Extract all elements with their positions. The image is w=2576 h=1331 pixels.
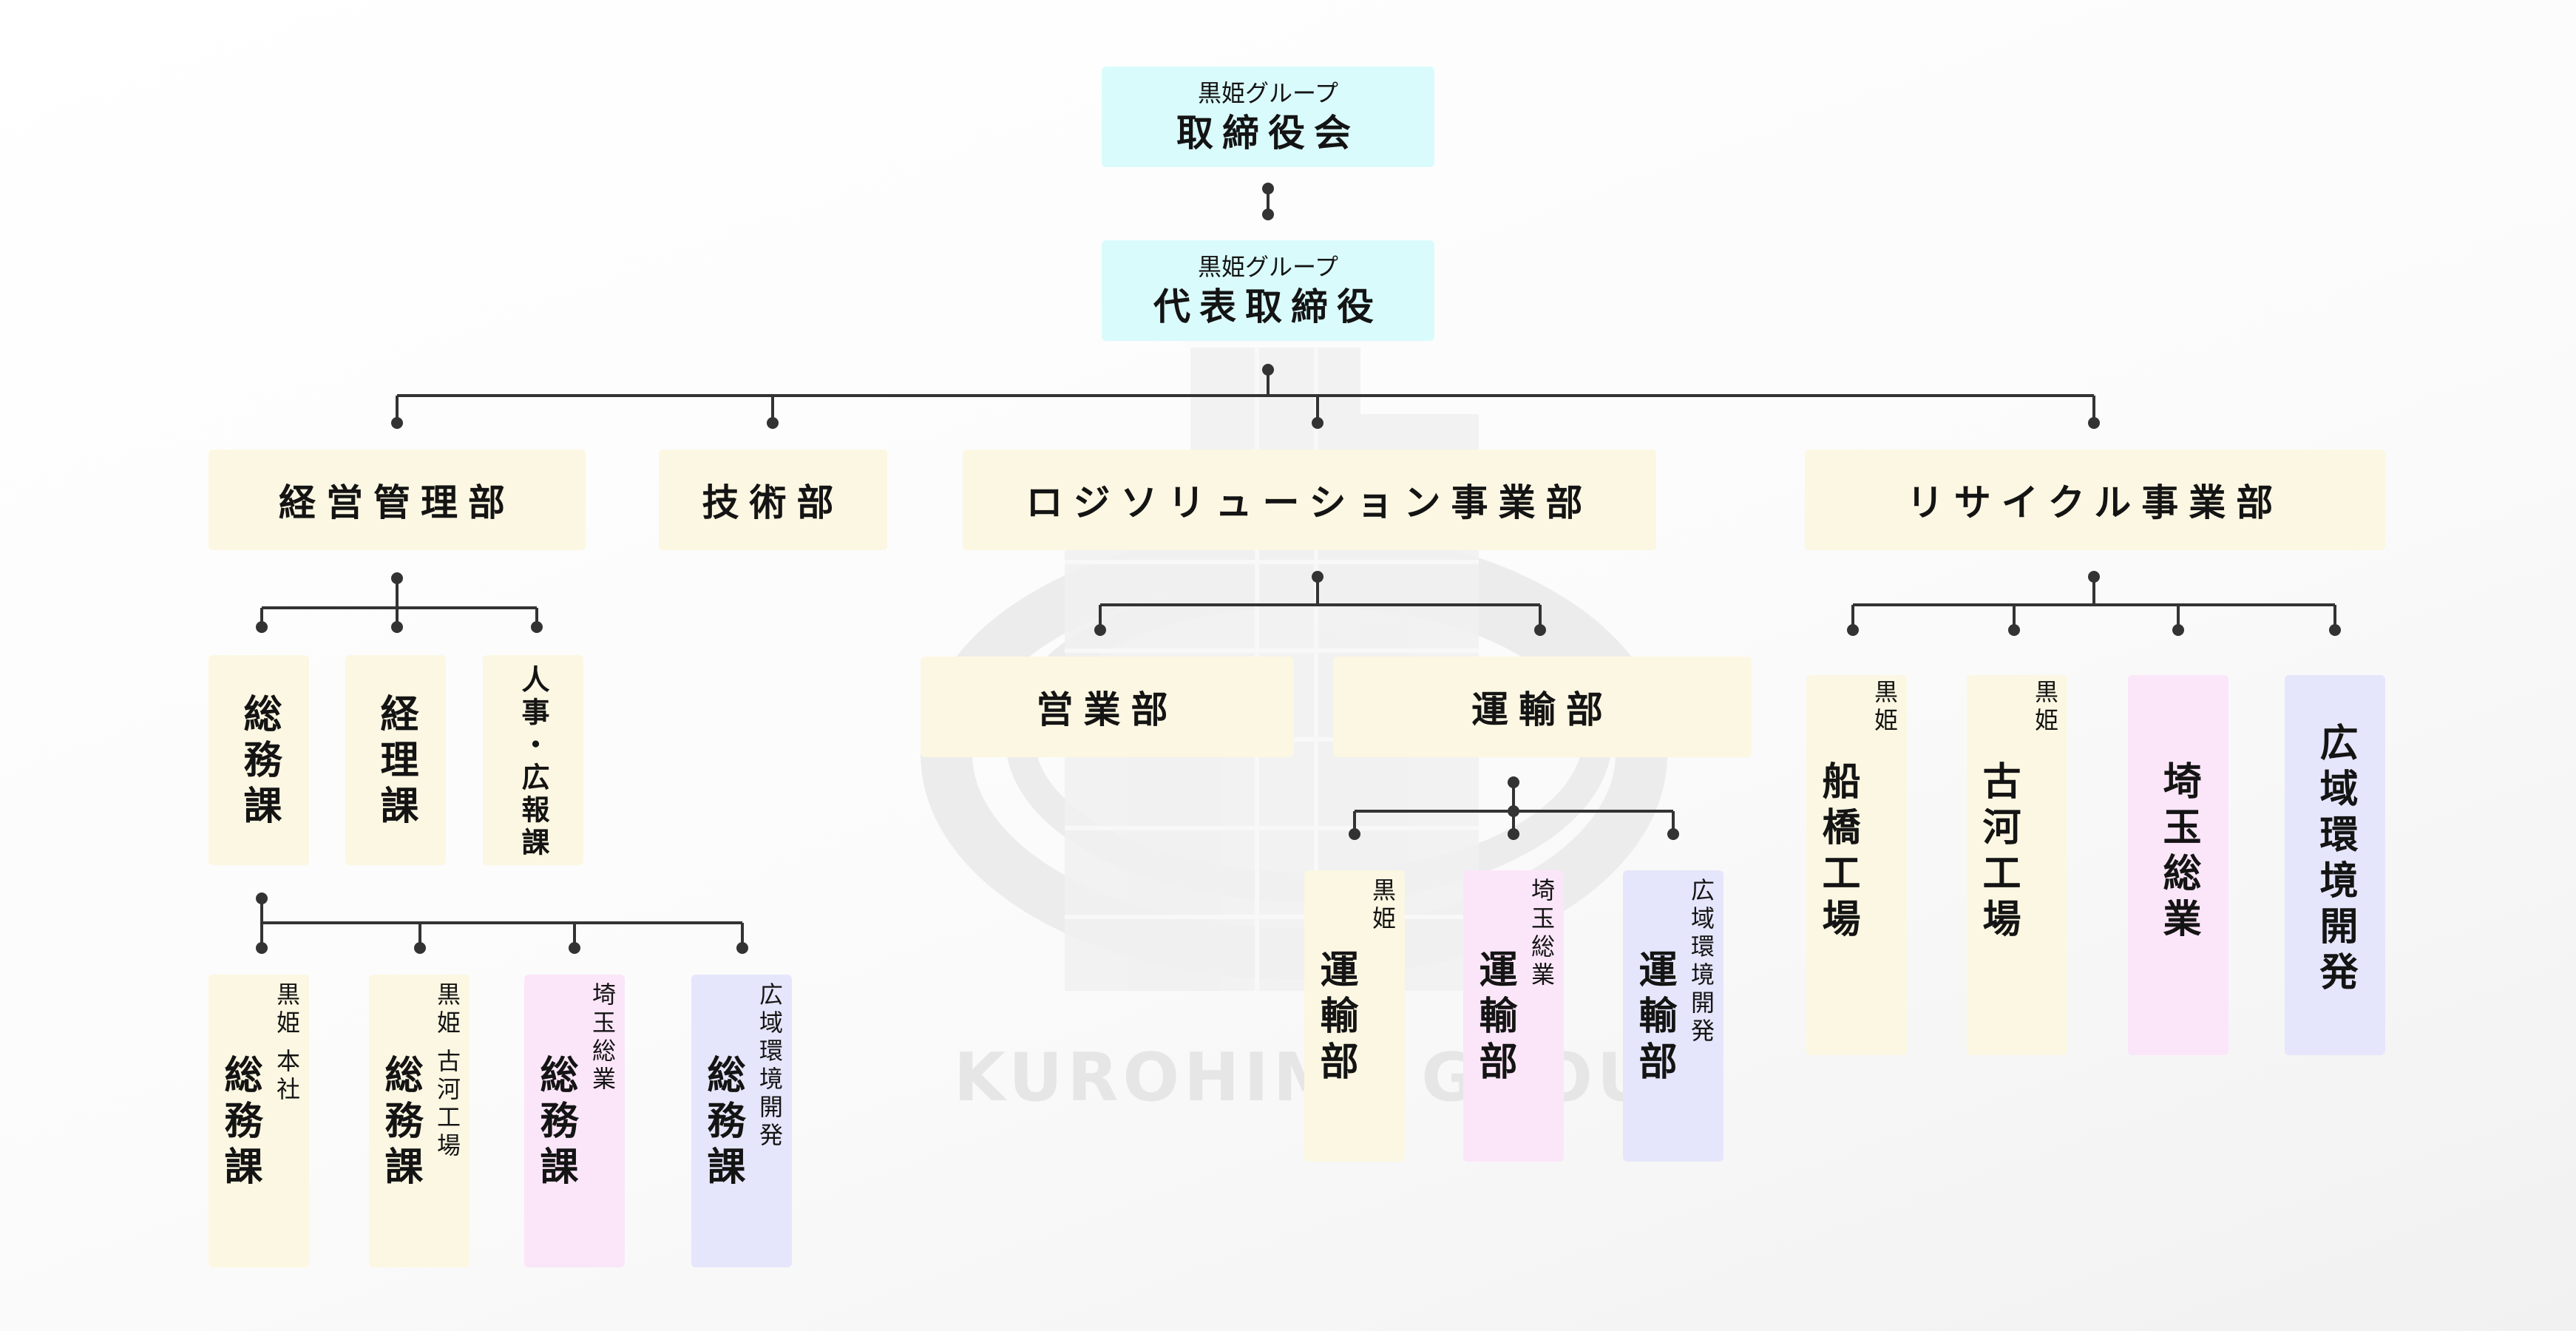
connector-dot xyxy=(391,417,403,429)
connector-dot xyxy=(1508,805,1519,817)
connector-dot xyxy=(391,621,403,633)
transport-saitama-label: 運輸部 xyxy=(1472,949,1516,1087)
connector-dot xyxy=(767,417,779,429)
connector-dot xyxy=(531,621,543,633)
saitama-sougyou-label: 埼玉総業 xyxy=(2156,761,2200,944)
funabashi-plant-company: 黒姫 xyxy=(1871,680,1899,736)
kouiki-kankyou-node: 広域環境開発 xyxy=(2285,675,2385,1055)
soumu-hq-company-2: 本社 xyxy=(273,1049,301,1105)
keiri-section-node: 経理課 xyxy=(345,655,446,865)
mgmt-dept-node: 経営管理部 xyxy=(209,450,586,550)
connector-dot xyxy=(1094,624,1106,636)
soumu-kouiki-node: 総務課 広域環境開発 xyxy=(691,975,792,1267)
mgmt-dept-label: 経営管理部 xyxy=(279,481,515,524)
board-label: 取締役会 xyxy=(1176,112,1360,155)
transport-kouiki-company: 広域環境開発 xyxy=(1687,878,1715,1046)
president-label: 代表取締役 xyxy=(1153,285,1383,328)
soumu-koga-node: 総務課 黒姫古河工場 xyxy=(369,975,470,1267)
transport-saitama-company: 埼玉総業 xyxy=(1528,878,1556,990)
soumu-hq-node: 総務課 黒姫本社 xyxy=(209,975,309,1267)
sales-dept-node: 営業部 xyxy=(921,657,1294,757)
koga-plant-company: 黒姫 xyxy=(2031,680,2059,736)
connector-dot xyxy=(1508,776,1519,788)
board-node: 黒姫グループ 取締役会 xyxy=(1102,67,1434,167)
soumu-kouiki-company: 広域環境開発 xyxy=(756,982,784,1151)
jinji-section-node: 人事・広報課 xyxy=(483,655,583,865)
transport-dept-node: 運輸部 xyxy=(1333,657,1752,757)
connector-dot xyxy=(2329,624,2341,636)
soumu-koga-company-2: 古河工場 xyxy=(433,1049,461,1161)
connector-dot xyxy=(736,942,748,954)
transport-kouiki-label: 運輸部 xyxy=(1632,949,1676,1087)
soumu-saitama-label: 総務課 xyxy=(533,1054,577,1192)
connector-dot xyxy=(1312,571,1323,583)
soumu-hq-label: 総務課 xyxy=(217,1054,262,1192)
connector-dot xyxy=(1349,828,1360,840)
soumu-hq-company: 黒姫本社 xyxy=(272,982,302,1105)
recycle-division-node: リサイクル事業部 xyxy=(1805,450,2385,550)
soumu-section-label: 総務課 xyxy=(237,694,281,831)
connector-dot xyxy=(256,893,268,904)
connector-dot xyxy=(256,942,268,954)
sales-dept-label: 営業部 xyxy=(1036,688,1179,731)
connector-dot xyxy=(391,572,403,584)
funabashi-plant-node: 船橋工場 黒姫 xyxy=(1806,675,1907,1055)
connector-dot xyxy=(1262,364,1274,376)
connector-dot xyxy=(2088,571,2100,583)
funabashi-plant-label: 船橋工場 xyxy=(1815,761,1860,944)
keiri-section-label: 経理課 xyxy=(373,694,418,831)
board-org-label: 黒姫グループ xyxy=(1197,79,1339,107)
soumu-hq-company-1: 黒姫 xyxy=(273,982,301,1038)
transport-saitama-node: 運輸部 埼玉総業 xyxy=(1463,870,1564,1162)
connector-dot xyxy=(2008,624,2020,636)
koga-plant-label: 古河工場 xyxy=(1976,761,2020,944)
connector-dot xyxy=(1534,624,1546,636)
transport-kouiki-node: 運輸部 広域環境開発 xyxy=(1623,870,1723,1162)
president-node: 黒姫グループ 代表取締役 xyxy=(1102,240,1434,341)
transport-kurohime-node: 運輸部 黒姫 xyxy=(1304,870,1405,1162)
connector-dot xyxy=(2172,624,2184,636)
connector-dot xyxy=(1667,828,1679,840)
saitama-sougyou-node: 埼玉総業 xyxy=(2128,675,2228,1055)
connector-dot xyxy=(1508,828,1519,840)
connector-dot xyxy=(1262,183,1274,194)
connector-dot xyxy=(2088,417,2100,429)
transport-dept-label: 運輸部 xyxy=(1471,688,1613,731)
logi-division-node: ロジソリューション事業部 xyxy=(963,450,1656,550)
tech-dept-node: 技術部 xyxy=(659,450,887,550)
soumu-saitama-company: 埼玉総業 xyxy=(589,982,617,1094)
connector-dot xyxy=(1262,209,1274,220)
logi-division-label: ロジソリューション事業部 xyxy=(1026,481,1593,524)
recycle-division-label: リサイクル事業部 xyxy=(1906,481,2284,524)
connector-dot xyxy=(414,942,426,954)
soumu-koga-company: 黒姫古河工場 xyxy=(433,982,462,1161)
transport-kurohime-label: 運輸部 xyxy=(1313,949,1358,1087)
soumu-section-node: 総務課 xyxy=(209,655,309,865)
soumu-koga-label: 総務課 xyxy=(378,1054,422,1192)
connector-dot xyxy=(256,621,268,633)
jinji-section-label: 人事・広報課 xyxy=(517,665,549,860)
kouiki-kankyou-label: 広域環境開発 xyxy=(2313,722,2357,998)
tech-dept-label: 技術部 xyxy=(702,481,844,524)
connector-dot xyxy=(569,942,580,954)
transport-kurohime-company: 黒姫 xyxy=(1369,878,1397,934)
connector-dot xyxy=(1847,624,1859,636)
soumu-kouiki-label: 総務課 xyxy=(700,1054,745,1192)
koga-plant-node: 古河工場 黒姫 xyxy=(1967,675,2067,1055)
connector-dot xyxy=(1312,417,1323,429)
soumu-saitama-node: 総務課 埼玉総業 xyxy=(524,975,625,1267)
soumu-koga-company-1: 黒姫 xyxy=(433,982,461,1038)
president-org-label: 黒姫グループ xyxy=(1197,253,1339,281)
